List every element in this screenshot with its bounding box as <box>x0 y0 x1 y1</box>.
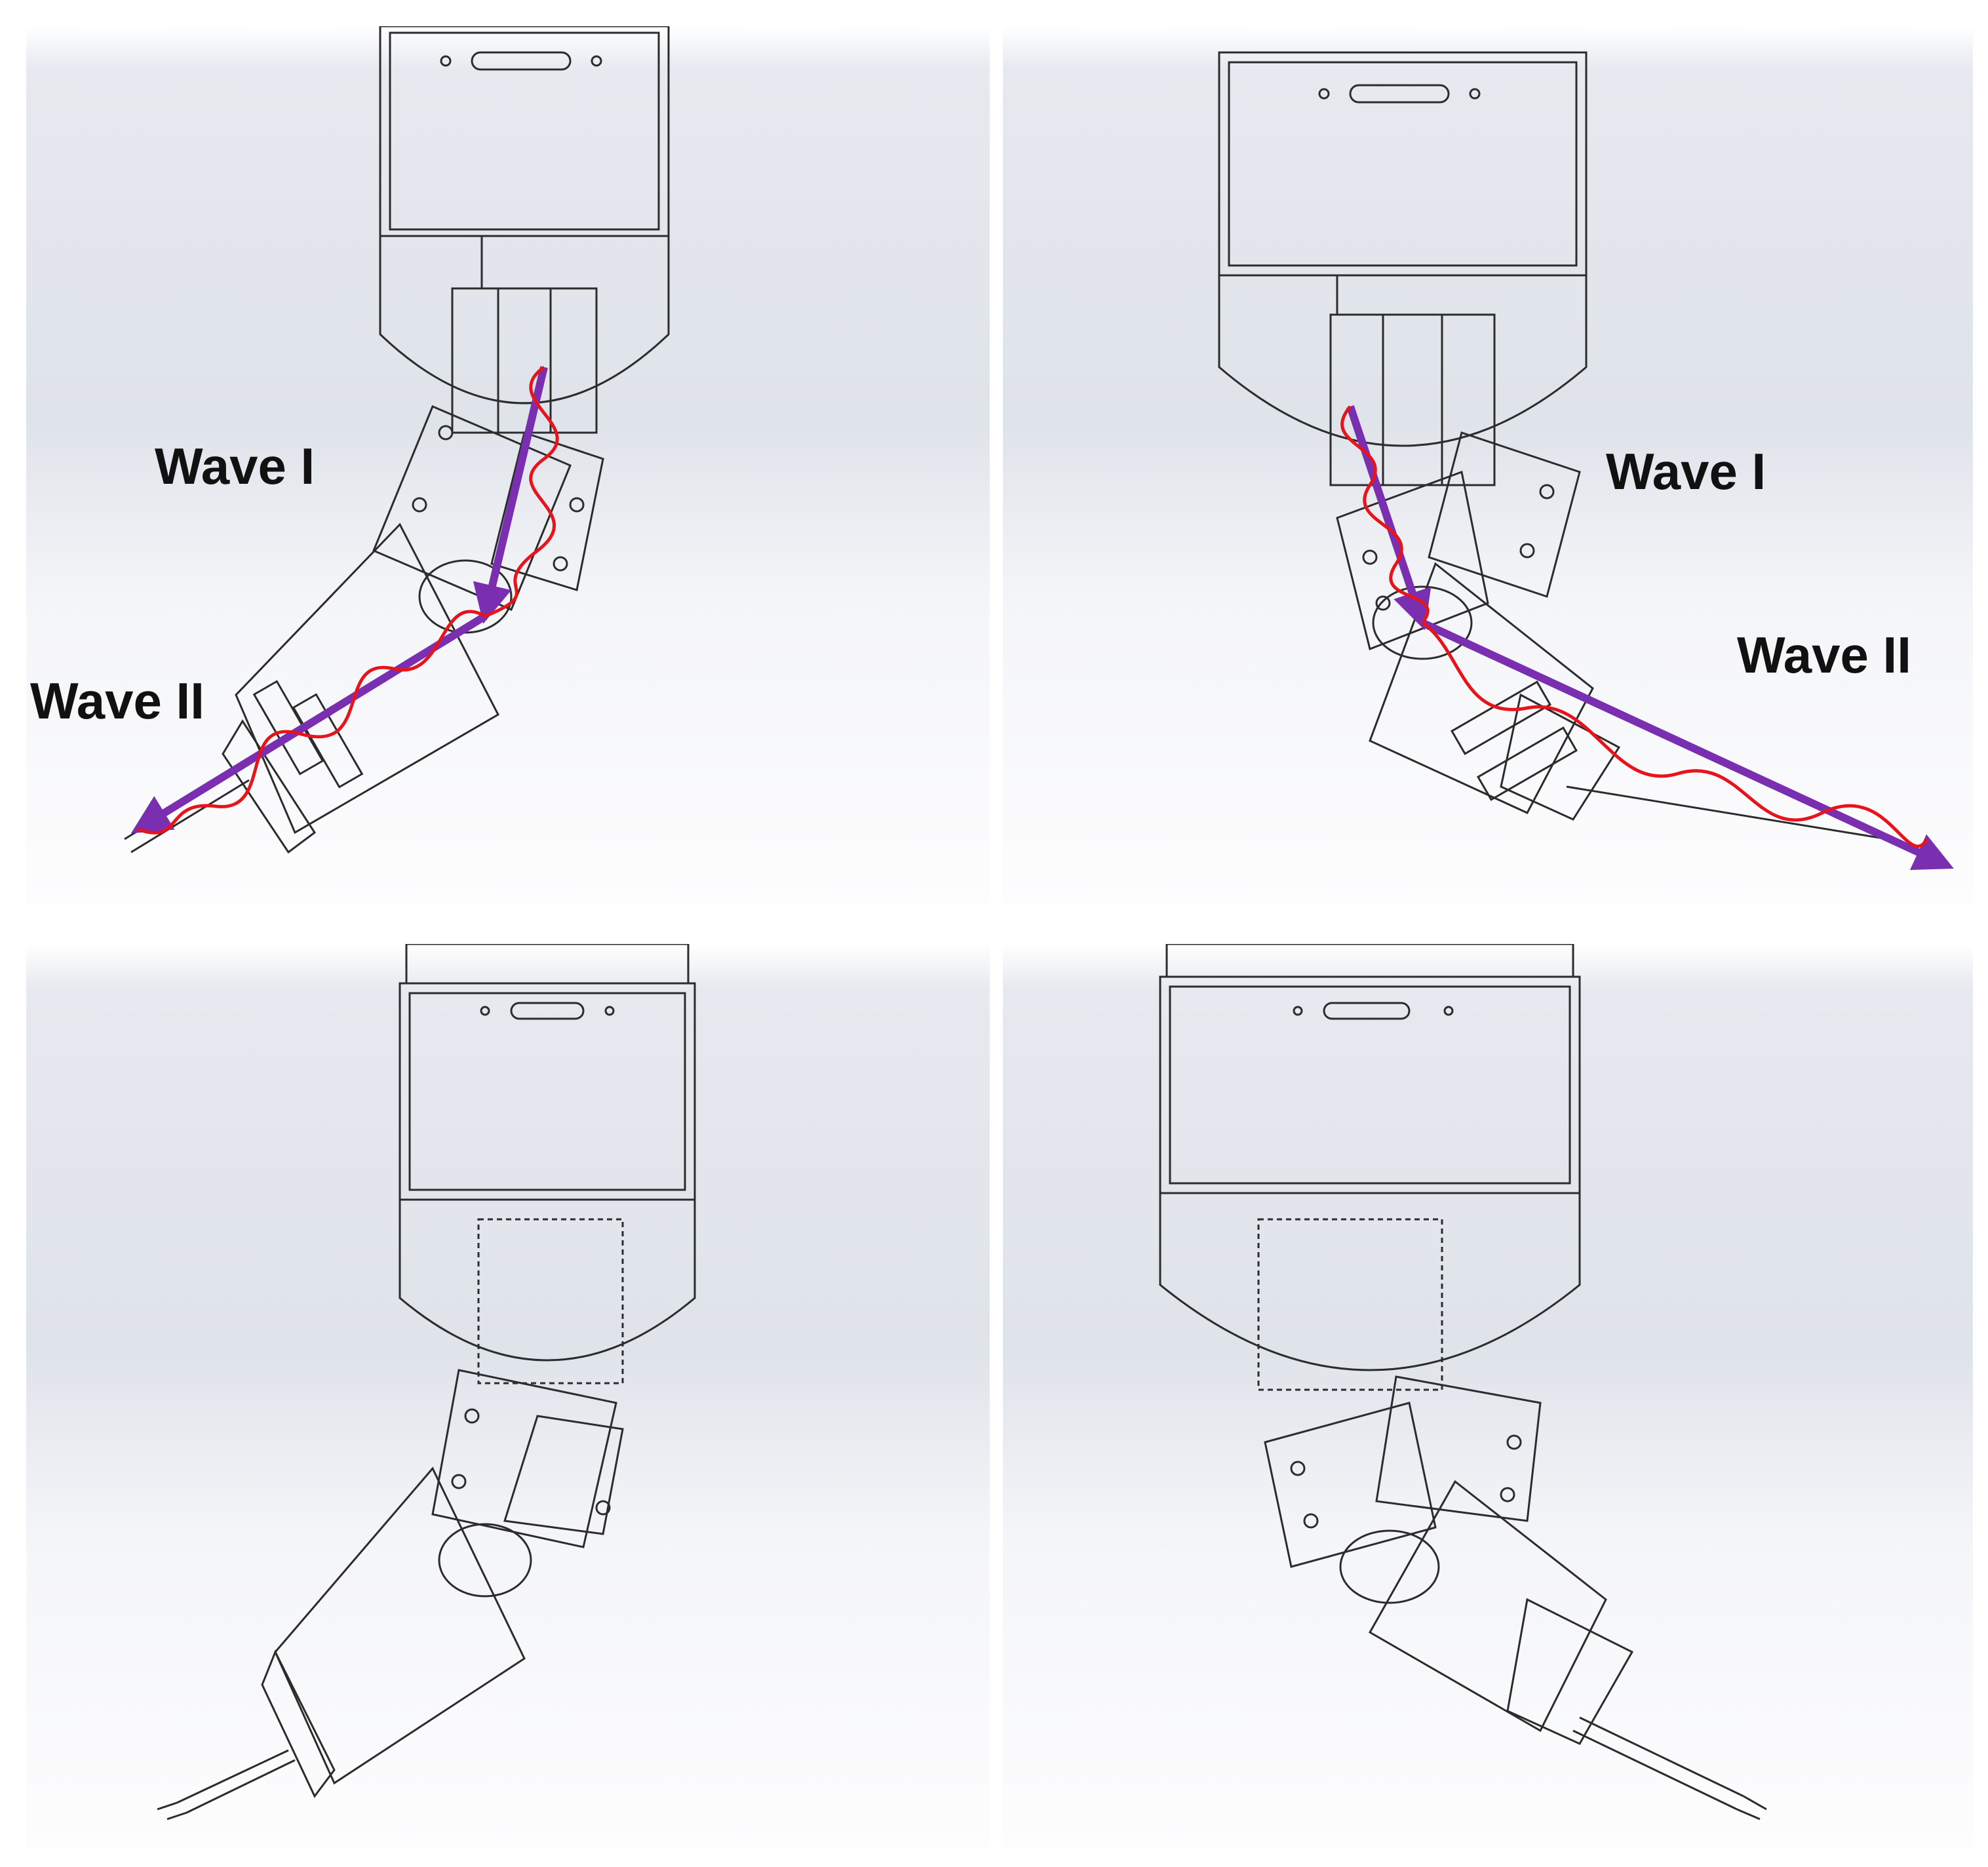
wave-direction-arrows <box>130 366 548 834</box>
wave1-arrow <box>1346 405 1432 631</box>
panel-background <box>26 944 990 1849</box>
wave2-arrow <box>130 612 488 834</box>
wave-ii-label: Wave II <box>30 672 205 730</box>
panel-bottom-right <box>1003 944 1973 1849</box>
panel-background <box>26 26 990 905</box>
arm-outline <box>157 944 696 1820</box>
panel-bottom-left <box>26 944 990 1849</box>
wave-curves <box>137 365 559 835</box>
robot-arm-drawing-top-left <box>26 26 990 905</box>
arm-outline <box>1159 944 1767 1820</box>
panel-top-left: Wave I Wave II <box>26 26 990 905</box>
wave1-curve <box>484 365 559 618</box>
robot-arm-drawing-bottom-left <box>26 944 990 1849</box>
wave2-arrow <box>1420 619 1954 871</box>
wave-direction-arrows <box>1346 405 1954 871</box>
panel-background <box>1003 944 1973 1849</box>
robot-arm-drawing-top-right <box>1003 26 1973 905</box>
wave-i-label: Wave I <box>1606 442 1766 500</box>
robot-arm-drawing-bottom-right <box>1003 944 1973 1849</box>
wave-i-label: Wave I <box>155 437 315 495</box>
wave2-curve <box>137 610 486 835</box>
wave-ii-label: Wave II <box>1737 626 1911 684</box>
wave-curves <box>1340 405 1929 848</box>
wave2-curve <box>1421 621 1929 848</box>
wave1-arrow <box>473 366 548 624</box>
arm-outline <box>1218 51 1888 840</box>
wave1-curve <box>1340 405 1430 624</box>
panel-background <box>1003 26 1973 905</box>
panel-top-right: Wave I Wave II <box>1003 26 1973 905</box>
